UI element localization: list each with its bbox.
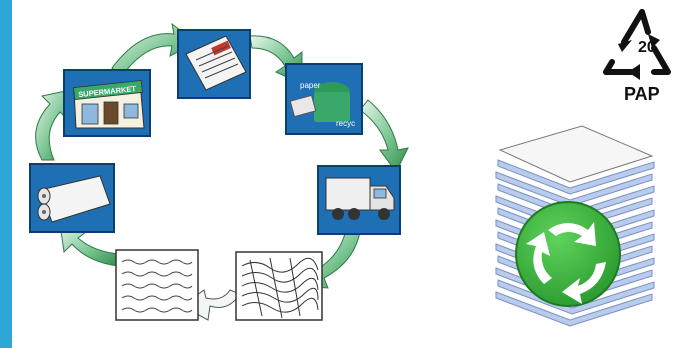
bin-label-paper: paper [300,81,321,90]
recycling-code-material: PAP [624,84,660,104]
step-garbage-truck [318,166,400,234]
step-paper-recycle-bin: paper recyc [286,64,362,134]
bin-label-recyc: recyc [336,119,355,128]
step-pulp [116,250,198,320]
step-newspaper [178,30,250,98]
arrow-bin-to-truck [360,100,408,172]
recycling-code-number: 20 [638,39,656,56]
recycle-symbol-icon [516,202,620,306]
recycling-triangle-icon [606,12,668,72]
supermarket-icon: SUPERMARKET [74,80,144,128]
step-paper-rolls [30,164,114,232]
step-shredded-paper [236,252,322,320]
paper-stack [496,126,654,326]
step-supermarket: SUPERMARKET [64,70,150,136]
recycling-code-symbol: 20 PAP [606,12,668,104]
